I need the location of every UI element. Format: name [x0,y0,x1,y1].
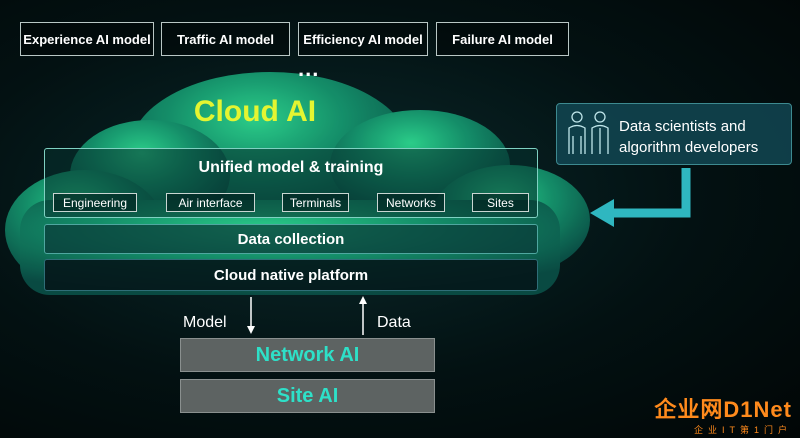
model-box-experience: Experience AI model [20,22,154,56]
scientist-icon [568,111,609,154]
data-scientists-panel: Data scientists and algorithm developers [556,103,792,165]
item-sites: Sites [472,193,529,212]
cloud-ai-title: Cloud AI [193,95,317,128]
item-networks: Networks [377,193,445,212]
network-ai-box: Network AI [180,338,435,372]
model-box-efficiency: Efficiency AI model [298,22,428,56]
model-box-failure: Failure AI model [436,22,569,56]
item-air-interface: Air interface [166,193,255,212]
unified-model-training-title: Unified model & training [198,159,384,176]
site-ai-box: Site AI [180,379,435,413]
watermark-logo: 企业网D1Net [654,397,792,422]
cloud-native-platform-layer: Cloud native platform [44,259,538,291]
data-scientists-text: Data scientists and algorithm developers [619,118,759,156]
data-arrow-label: Data [377,314,411,331]
item-engineering: Engineering [53,193,137,212]
data-collection-layer: Data collection [44,224,538,254]
watermark-subtitle: 企业IT第1门户 [693,425,792,435]
item-terminals: Terminals [282,193,349,212]
model-box-traffic: Traffic AI model [161,22,290,56]
more-models-ellipsis: ... [298,56,320,81]
model-arrow-label: Model [183,314,227,331]
